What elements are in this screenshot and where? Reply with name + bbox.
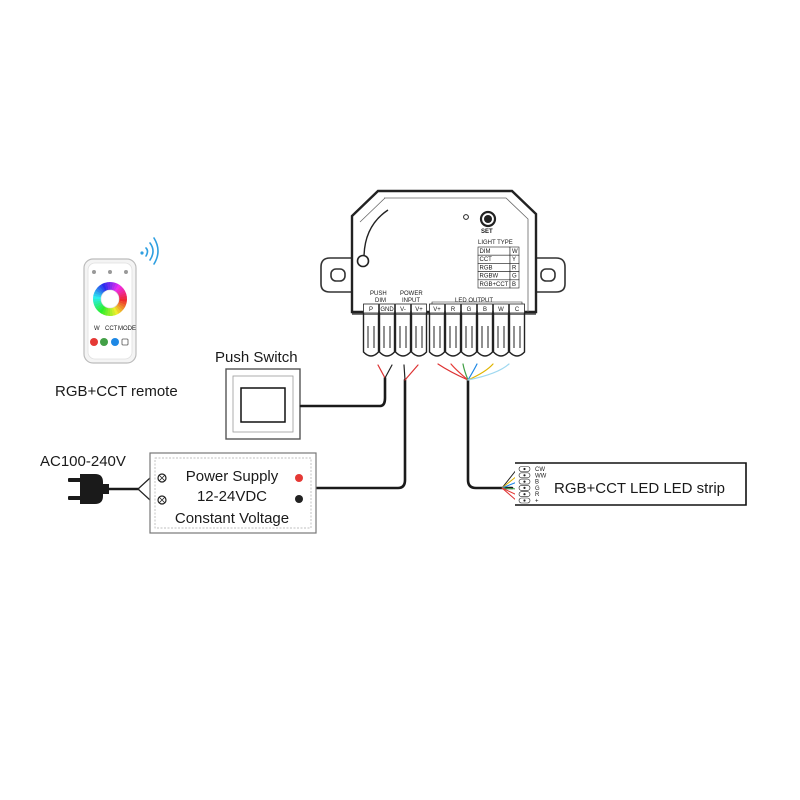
led-strip-pad: CW [518, 466, 545, 473]
psu-voltage: 12-24VDC [197, 488, 267, 505]
ac-input-terminal [157, 473, 167, 505]
led-strip-pin-label: CW [535, 467, 545, 473]
terminal-3[interactable]: V- [394, 303, 412, 357]
light-type-code: G [512, 274, 517, 280]
terminal-6[interactable]: R [444, 303, 462, 357]
terminal-1[interactable]: P [362, 303, 380, 357]
wires [106, 363, 518, 502]
terminal-2[interactable]: GND [378, 303, 396, 357]
terminal-10[interactable]: C [508, 303, 526, 357]
terminal-label: B [483, 307, 487, 313]
light-type-row: RGB R [477, 263, 520, 272]
light-type-title: LIGHT TYPE [478, 240, 513, 246]
rgb-cct-remote: W CCT MODE [83, 237, 159, 364]
led-strip-pin-label: G [535, 486, 540, 492]
power-supply: Power Supply 12-24VDC Constant Voltage [149, 452, 317, 534]
power-input-label-1: POWER [400, 291, 423, 297]
red-button[interactable] [90, 338, 98, 346]
terminal-8[interactable]: B [476, 303, 494, 357]
light-type-name: CCT [480, 257, 493, 263]
terminal-label: C [515, 307, 520, 313]
light-type-row: RGBW G [477, 271, 520, 281]
remote-btn-label-1: W [94, 326, 100, 332]
antenna-knob [356, 254, 370, 268]
push-dim-label-1: PUSH [370, 291, 387, 297]
psu-type: Constant Voltage [175, 510, 289, 527]
terminal-label: G [467, 307, 472, 313]
light-type-code: W [512, 249, 518, 255]
light-type-code: R [512, 265, 517, 271]
remote-btn-label-2: CCT [105, 326, 118, 332]
light-type-name: RGB [480, 265, 493, 271]
led-strip-pad: + [518, 497, 539, 505]
dc-negative-terminal [295, 495, 303, 503]
terminal-label: R [451, 307, 456, 313]
remote-label: RGB+CCT remote [55, 383, 178, 400]
terminal-5[interactable]: V+ [428, 303, 446, 357]
power-button[interactable] [121, 338, 129, 346]
terminal-4[interactable]: V+ [410, 303, 428, 357]
led-strip-pin-label: + [535, 499, 539, 505]
led-strip-pin-label: B [535, 480, 539, 486]
set-label: SET [481, 229, 493, 235]
led-strip-pad: WW [518, 472, 547, 479]
power-input-label-2: INPUT [402, 298, 420, 304]
light-type-name: RGB+CCT [480, 282, 509, 288]
light-type-code: B [512, 282, 516, 288]
switch-rocker[interactable] [240, 387, 286, 423]
push-switch-label: Push Switch [215, 349, 298, 366]
terminal-9[interactable]: W [492, 303, 510, 357]
terminal-label: W [498, 307, 504, 313]
led-strip-pad: R [518, 491, 540, 498]
terminal-7[interactable]: G [460, 303, 478, 357]
terminal-label: P [369, 307, 373, 313]
green-button[interactable] [100, 338, 108, 346]
light-type-row: DIM W [477, 246, 520, 256]
remote-btn-label-3: MODE [118, 326, 136, 332]
light-type-name: DIM [480, 249, 491, 255]
status-led [463, 214, 469, 220]
blue-button[interactable] [111, 338, 119, 346]
led-strip-label: RGB+CCT LED LED strip [554, 480, 725, 497]
led-strip-pin-label: R [535, 492, 540, 498]
light-type-name: RGBW [480, 274, 499, 280]
terminal-block: P GND V- V+ V+ R G B W C [352, 303, 536, 357]
terminal-label: V- [400, 307, 406, 313]
left-mount-ear [320, 257, 352, 293]
terminal-label: V+ [415, 307, 423, 313]
led-strip-pad: G [518, 485, 540, 492]
plug-icon [68, 474, 109, 504]
antenna [363, 209, 389, 259]
led-output-label: LED OUTPUT [455, 298, 493, 304]
led-strip-pin-label: WW [535, 473, 547, 479]
push-switch[interactable] [225, 368, 301, 440]
wireless-signal-icon [140, 237, 159, 265]
light-type-code: Y [512, 257, 516, 263]
light-type-row: CCT Y [477, 254, 520, 264]
terminal-label: V+ [433, 307, 441, 313]
terminal-label: GND [380, 307, 394, 313]
push-dim-label-2: DIM [375, 298, 386, 304]
color-wheel[interactable] [93, 282, 127, 316]
right-mount-ear [534, 257, 566, 293]
led-strip-pad: B [518, 478, 539, 486]
mains-voltage-label: AC100-240V [40, 453, 126, 470]
dc-positive-terminal [295, 474, 303, 482]
psu-title: Power Supply [186, 468, 279, 485]
remote-top-icons [92, 270, 128, 274]
